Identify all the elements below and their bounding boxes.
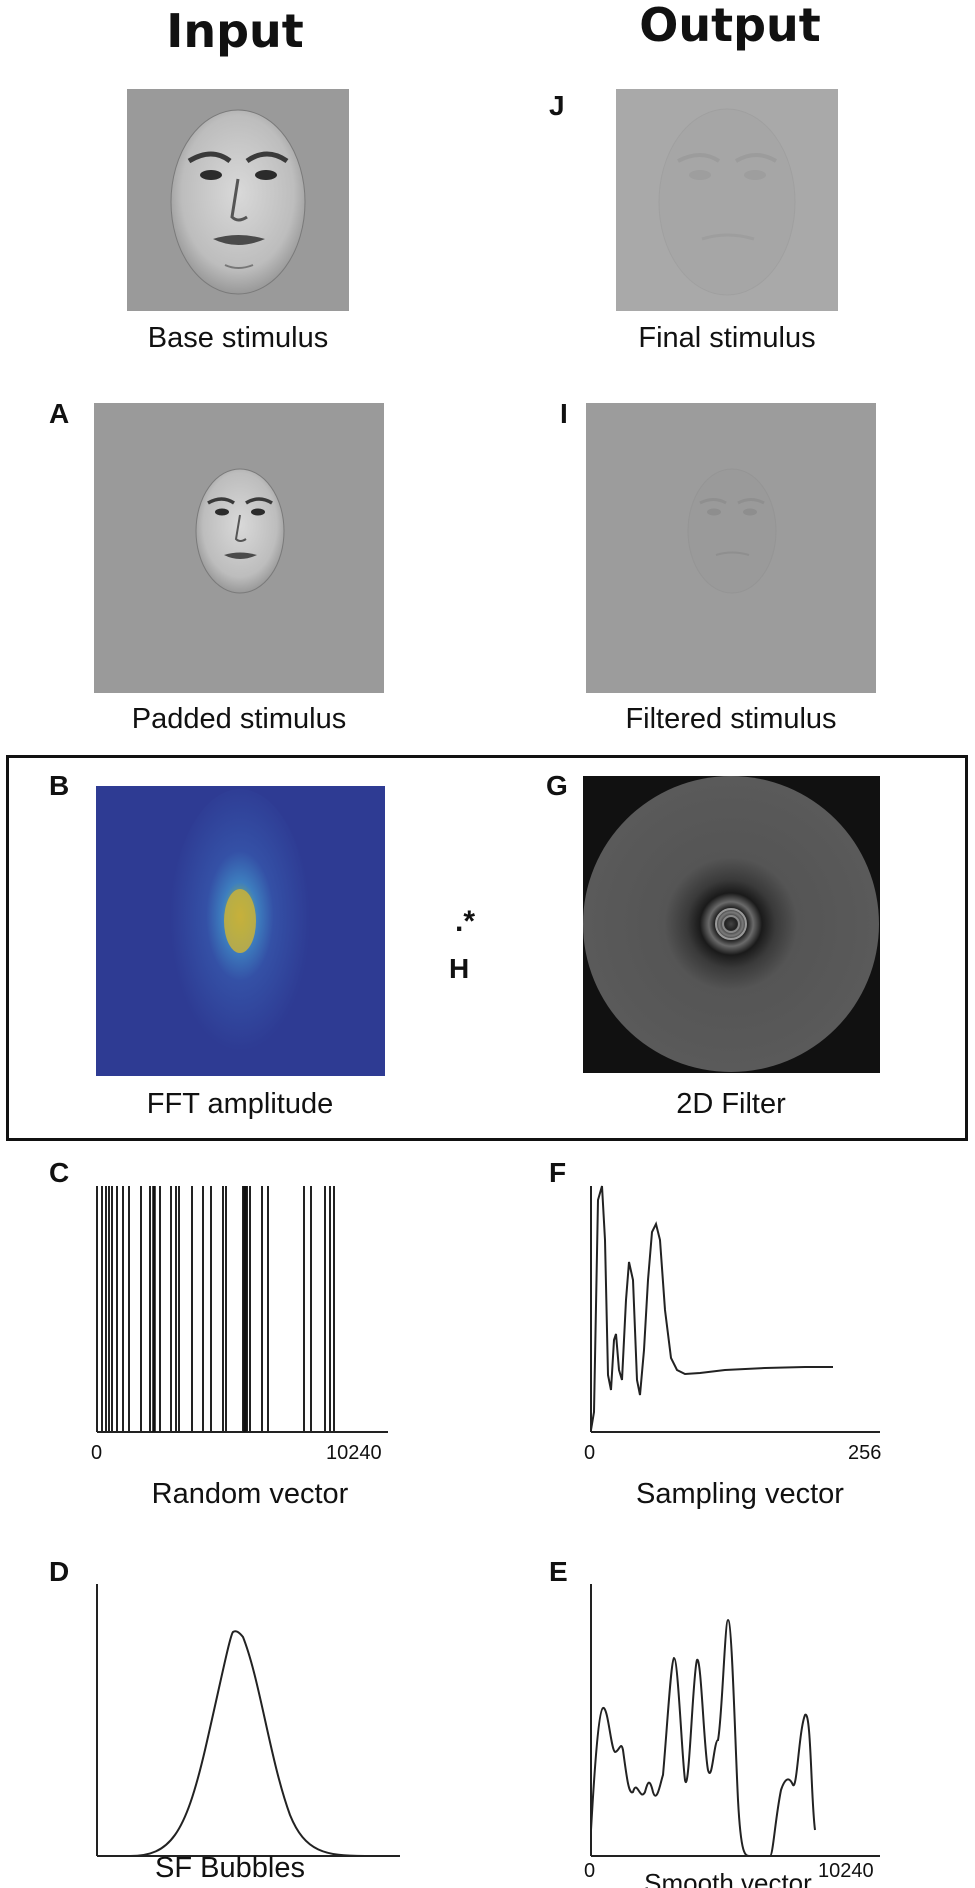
random-vector-tick-min: 0 <box>91 1442 103 1464</box>
sampling-vector-plot <box>590 1185 880 1433</box>
filtered-stimulus-image <box>586 403 876 693</box>
output-column-title: Output <box>639 0 821 52</box>
panel-letter-i: I <box>560 398 568 429</box>
panel-letter-e: E <box>549 1556 568 1587</box>
panel-letter-b: B <box>49 770 70 801</box>
smooth-vector-tick-max: 10240 <box>818 1860 874 1882</box>
panel-letter-f: F <box>549 1157 567 1188</box>
panel-letter-c: C <box>49 1157 70 1188</box>
sf-bubbles-caption: SF Bubbles <box>155 1852 305 1884</box>
padded-stimulus-caption: Padded stimulus <box>131 703 347 735</box>
sampling-vector-tick-min: 0 <box>584 1442 596 1464</box>
fft-amplitude-image <box>96 786 385 1076</box>
fft-amplitude-caption: FFT amplitude <box>146 1088 334 1120</box>
panel-letter-h: H <box>449 953 470 984</box>
panel-letter-a: A <box>49 398 70 429</box>
2d-filter-caption: 2D Filter <box>676 1088 786 1120</box>
elementwise-multiply-operator: .* <box>455 905 476 938</box>
padded-stimulus-image <box>94 403 384 693</box>
smooth-vector-tick-min: 0 <box>584 1860 596 1882</box>
final-stimulus-caption: Final stimulus <box>638 322 816 354</box>
panel-letter-g: G <box>546 770 568 801</box>
2d-filter-image <box>583 776 880 1073</box>
base-stimulus-caption: Base stimulus <box>147 322 329 354</box>
random-vector-caption: Random vector <box>151 1478 349 1510</box>
frequency-domain-box <box>6 755 968 1141</box>
smooth-vector-caption: Smooth vector <box>644 1868 812 1888</box>
smooth-vector-plot <box>590 1584 880 1857</box>
final-stimulus-image <box>616 89 838 311</box>
filtered-stimulus-caption: Filtered stimulus <box>625 703 837 735</box>
panel-letter-d: D <box>49 1556 70 1587</box>
random-vector-plot <box>96 1186 388 1433</box>
panel-letter-j: J <box>549 90 565 121</box>
sampling-vector-caption: Sampling vector <box>636 1478 844 1510</box>
sf-bubbles-plot <box>96 1584 400 1857</box>
base-stimulus-image <box>127 89 349 311</box>
input-column-title: Input <box>166 4 304 58</box>
random-vector-tick-max: 10240 <box>326 1442 382 1464</box>
sampling-vector-tick-max: 256 <box>848 1442 882 1464</box>
